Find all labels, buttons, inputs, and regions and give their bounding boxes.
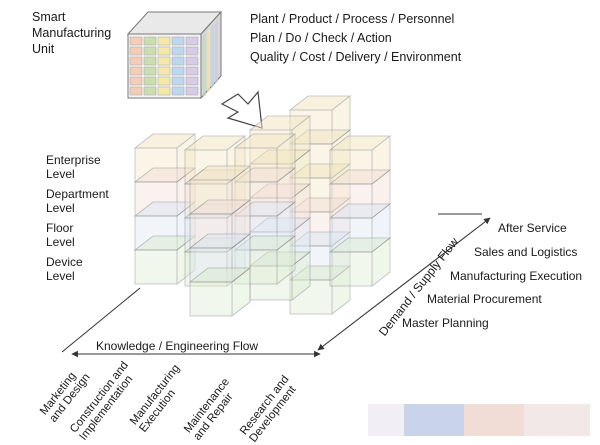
supply-item-sales-logistics: Sales and Logistics xyxy=(474,245,578,259)
color-bar xyxy=(368,404,590,436)
unit-title-line: Manufacturing xyxy=(32,26,112,40)
small-cube-side-stripe xyxy=(215,19,218,85)
supply-flow-arrow xyxy=(317,217,491,351)
block-cube xyxy=(233,235,297,285)
small-cube-cell xyxy=(157,36,171,46)
dimension-item: Quality / Cost / Delivery / Environment xyxy=(250,50,462,64)
small-cube-cell xyxy=(129,86,143,96)
dimension-item: Plant / Product / Process / Personnel xyxy=(250,12,455,26)
small-cube-cell xyxy=(143,36,157,46)
small-cube-cell xyxy=(171,36,185,46)
knowledge-flow-label: Knowledge / Engineering Flow xyxy=(96,339,259,353)
block-cube xyxy=(188,267,252,317)
left-diagonal-line xyxy=(61,287,141,353)
small-cube-cell xyxy=(157,46,171,56)
supply-item-master-planning: Master Planning xyxy=(402,316,489,330)
block-cube xyxy=(328,135,392,185)
small-cube-cell xyxy=(171,46,185,56)
small-cube-cell xyxy=(185,36,199,46)
small-cube-cell xyxy=(185,66,199,76)
small-cube-cell xyxy=(185,86,199,96)
smart-unit-cube xyxy=(126,10,223,100)
down-arrow-icon xyxy=(220,90,263,129)
small-cube-cell xyxy=(171,86,185,96)
small-cube-side-stripe xyxy=(207,28,210,94)
supply-item-manufacturing-execution: Manufacturing Execution xyxy=(450,269,583,283)
small-cube-cell xyxy=(129,36,143,46)
small-cube-cell xyxy=(129,46,143,56)
unit-title-line: Smart xyxy=(32,10,66,24)
unit-title-line: Unit xyxy=(32,42,55,56)
block-cube xyxy=(133,235,197,285)
level-label-floor: Floor Level xyxy=(46,221,75,249)
diagram-canvas xyxy=(61,10,590,436)
dimension-list: Plant / Product / Process / Personnel Pl… xyxy=(250,10,461,67)
supply-item-material-procurement: Material Procurement xyxy=(427,292,542,306)
small-cube-side-stripe xyxy=(211,24,214,89)
small-cube-cell xyxy=(157,56,171,66)
small-cube-cell xyxy=(129,56,143,66)
small-cube-cell xyxy=(185,46,199,56)
small-cube-cell xyxy=(185,76,199,86)
small-cube-cell xyxy=(171,76,185,86)
block-cube xyxy=(328,237,392,287)
level-label-department: Department Level xyxy=(46,187,109,215)
small-cube-cell xyxy=(157,76,171,86)
small-cube-cell xyxy=(171,66,185,76)
small-cube-cell xyxy=(171,56,185,66)
level-label-enterprise: Enterprise Level xyxy=(46,153,101,181)
supply-item-after-service: After Service xyxy=(498,221,567,235)
small-cube-cell xyxy=(143,66,157,76)
small-cube-side-stripe xyxy=(203,33,206,98)
manufacturing-3d-structure xyxy=(133,95,392,317)
small-cube-cell xyxy=(157,66,171,76)
small-cube-cell xyxy=(157,86,171,96)
unit-title: Smart Manufacturing Unit xyxy=(32,9,111,57)
dimension-item: Plan / Do / Check / Action xyxy=(250,31,392,45)
small-cube-cell xyxy=(129,76,143,86)
small-cube-cell xyxy=(143,76,157,86)
small-cube-cell xyxy=(143,56,157,66)
level-label-device: Device Level xyxy=(46,255,83,283)
small-cube-cell xyxy=(129,66,143,76)
small-cube-cell xyxy=(143,46,157,56)
small-cube-cell xyxy=(143,86,157,96)
small-cube-cell xyxy=(185,56,199,66)
